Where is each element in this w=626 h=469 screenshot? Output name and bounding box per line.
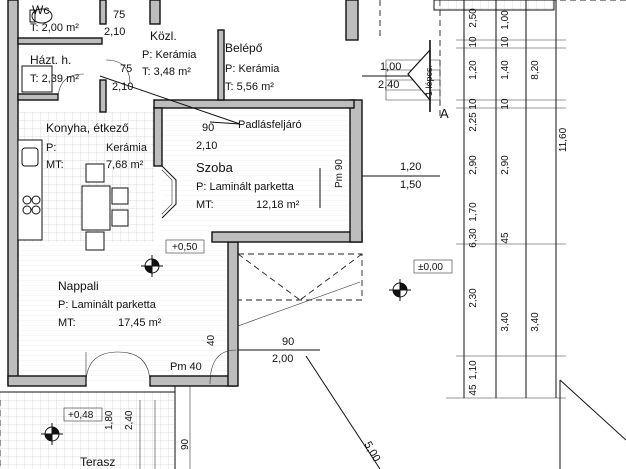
- kozl-floor: P: Kerámia: [142, 49, 197, 61]
- dimension-value: 2,90: [500, 155, 511, 175]
- szoba-name: Szoba: [196, 160, 234, 175]
- hazt-area: T: 2,39 m²: [30, 73, 79, 85]
- dimension-value: 1,00: [500, 10, 511, 30]
- konyha-floor: Kerámia: [106, 142, 148, 154]
- dimension-value: 45: [500, 232, 511, 244]
- hazt-name: Házt. h.: [30, 53, 71, 67]
- toilet-icon: [29, 8, 53, 24]
- stove-icon: [22, 195, 41, 215]
- dimension-value: 1,70: [468, 202, 479, 222]
- nappali-floor: P: Laminált parketta: [58, 299, 157, 311]
- szoba-area-label: MT:: [196, 199, 214, 211]
- terasz-name: Terasz: [80, 455, 115, 469]
- dimension-chain-3: 8,20 3,40: [530, 60, 541, 332]
- level-marker-icon: [389, 279, 411, 301]
- dimension-value: 10: [500, 36, 511, 48]
- door-40: 40: [206, 334, 217, 346]
- nappali-name: Nappali: [58, 279, 99, 293]
- konyha-area: 7,68 m²: [106, 159, 144, 171]
- nappali-area-label: MT:: [58, 317, 76, 329]
- belepo-area: T: 5,56 m²: [225, 81, 274, 93]
- entrance-width: 1,00: [380, 61, 401, 73]
- kozl-name: Közl.: [150, 29, 177, 43]
- sink-icon: [21, 147, 39, 167]
- section-a-label: A: [440, 106, 449, 121]
- terrace-door-width: 90: [282, 336, 294, 348]
- lepcso-label: 1 lépcs.: [424, 65, 434, 96]
- dimension-chain-2: 1,00 10 1,40 10 2,90 45 3,40: [500, 10, 511, 332]
- dimension-value: 2,50: [468, 8, 479, 28]
- dimension-value: 3,40: [530, 312, 541, 332]
- nappali-area: 17,45 m²: [118, 317, 162, 329]
- floor-fills: [0, 112, 348, 469]
- level-000: ±0,00: [418, 262, 443, 273]
- konyha-name: Konyha, étkező: [46, 121, 129, 135]
- door-210-a: 2,10: [104, 26, 125, 38]
- szoba-floor: P: Laminált parketta: [196, 181, 295, 193]
- walls: [7, 0, 363, 387]
- diagonal-dim: 5,00: [361, 440, 382, 465]
- dimension-value: 2,25: [468, 112, 479, 132]
- dimension-value: 10: [468, 36, 479, 48]
- window-height: 1,50: [400, 179, 421, 191]
- wc-area: T: 2,00 m²: [30, 22, 79, 34]
- window-width: 1,20: [400, 161, 421, 173]
- terrace-dim-180: 1,80: [104, 410, 115, 430]
- dimension-value: 11,60: [558, 127, 569, 152]
- dimension-value: 10: [500, 98, 511, 110]
- top-right-box: [433, 0, 555, 11]
- door-swings: [57, 59, 321, 385]
- level-050: +0,50: [172, 242, 198, 253]
- level-048: +0,48: [68, 410, 94, 421]
- wc-name: Wc: [32, 3, 49, 17]
- level-marker-icon: [41, 423, 63, 445]
- door-75-b: 75: [120, 63, 132, 75]
- dimension-value: 8,20: [530, 60, 541, 80]
- terrace: [0, 386, 191, 469]
- padlasfeljaro-label: Padlásfeljáró: [238, 119, 302, 131]
- entrance-height: 2,40: [378, 79, 399, 91]
- dimension-chain-1: 2,50 10 1,20 10 2,25 2,90 1,70 6,30 2,30 1,10 45: [468, 8, 479, 396]
- szoba-area: 12,18 m²: [256, 199, 300, 211]
- door-210-b: 2,10: [112, 81, 133, 93]
- dimension-value: 10: [468, 98, 479, 110]
- pm90-label: Pm 90: [334, 159, 345, 188]
- dimension-value: 1,10: [468, 360, 479, 380]
- terrace-dim-90: 90: [180, 438, 191, 450]
- dimension-value: 1,40: [500, 60, 511, 80]
- terrace-dim-240: 2,40: [124, 410, 135, 430]
- bay-window: [161, 165, 177, 219]
- kozl-area: T: 3,48 m²: [142, 66, 191, 78]
- section-arrow-icon: [407, 40, 431, 112]
- level-marker-icon: [141, 255, 163, 277]
- dimension-value: 6,30: [468, 228, 479, 248]
- pm40-label: Pm 40: [170, 361, 202, 373]
- dimension-chains: [446, 0, 566, 399]
- dimension-value: 2,30: [468, 288, 479, 308]
- door-90-a: 90: [202, 122, 214, 134]
- belepo-floor: P: Kerámia: [225, 63, 280, 75]
- dimension-value: 1,20: [468, 60, 479, 80]
- dimension-value: 45: [468, 384, 479, 396]
- door-210-c: 2,10: [196, 140, 217, 152]
- terrace-door-height: 2,00: [272, 353, 293, 365]
- door-75-a: 75: [113, 9, 125, 21]
- dimension-value: 2,90: [468, 155, 479, 175]
- konyha-area-label: MT:: [46, 159, 64, 171]
- belepo-name: Belépő: [225, 41, 263, 55]
- dimension-chain-4: 11,60: [558, 127, 569, 152]
- washing-machine: [21, 65, 53, 93]
- dimension-value: 3,40: [500, 312, 511, 332]
- dining-table: [81, 163, 129, 251]
- konyha-floor-label: P:: [46, 142, 56, 154]
